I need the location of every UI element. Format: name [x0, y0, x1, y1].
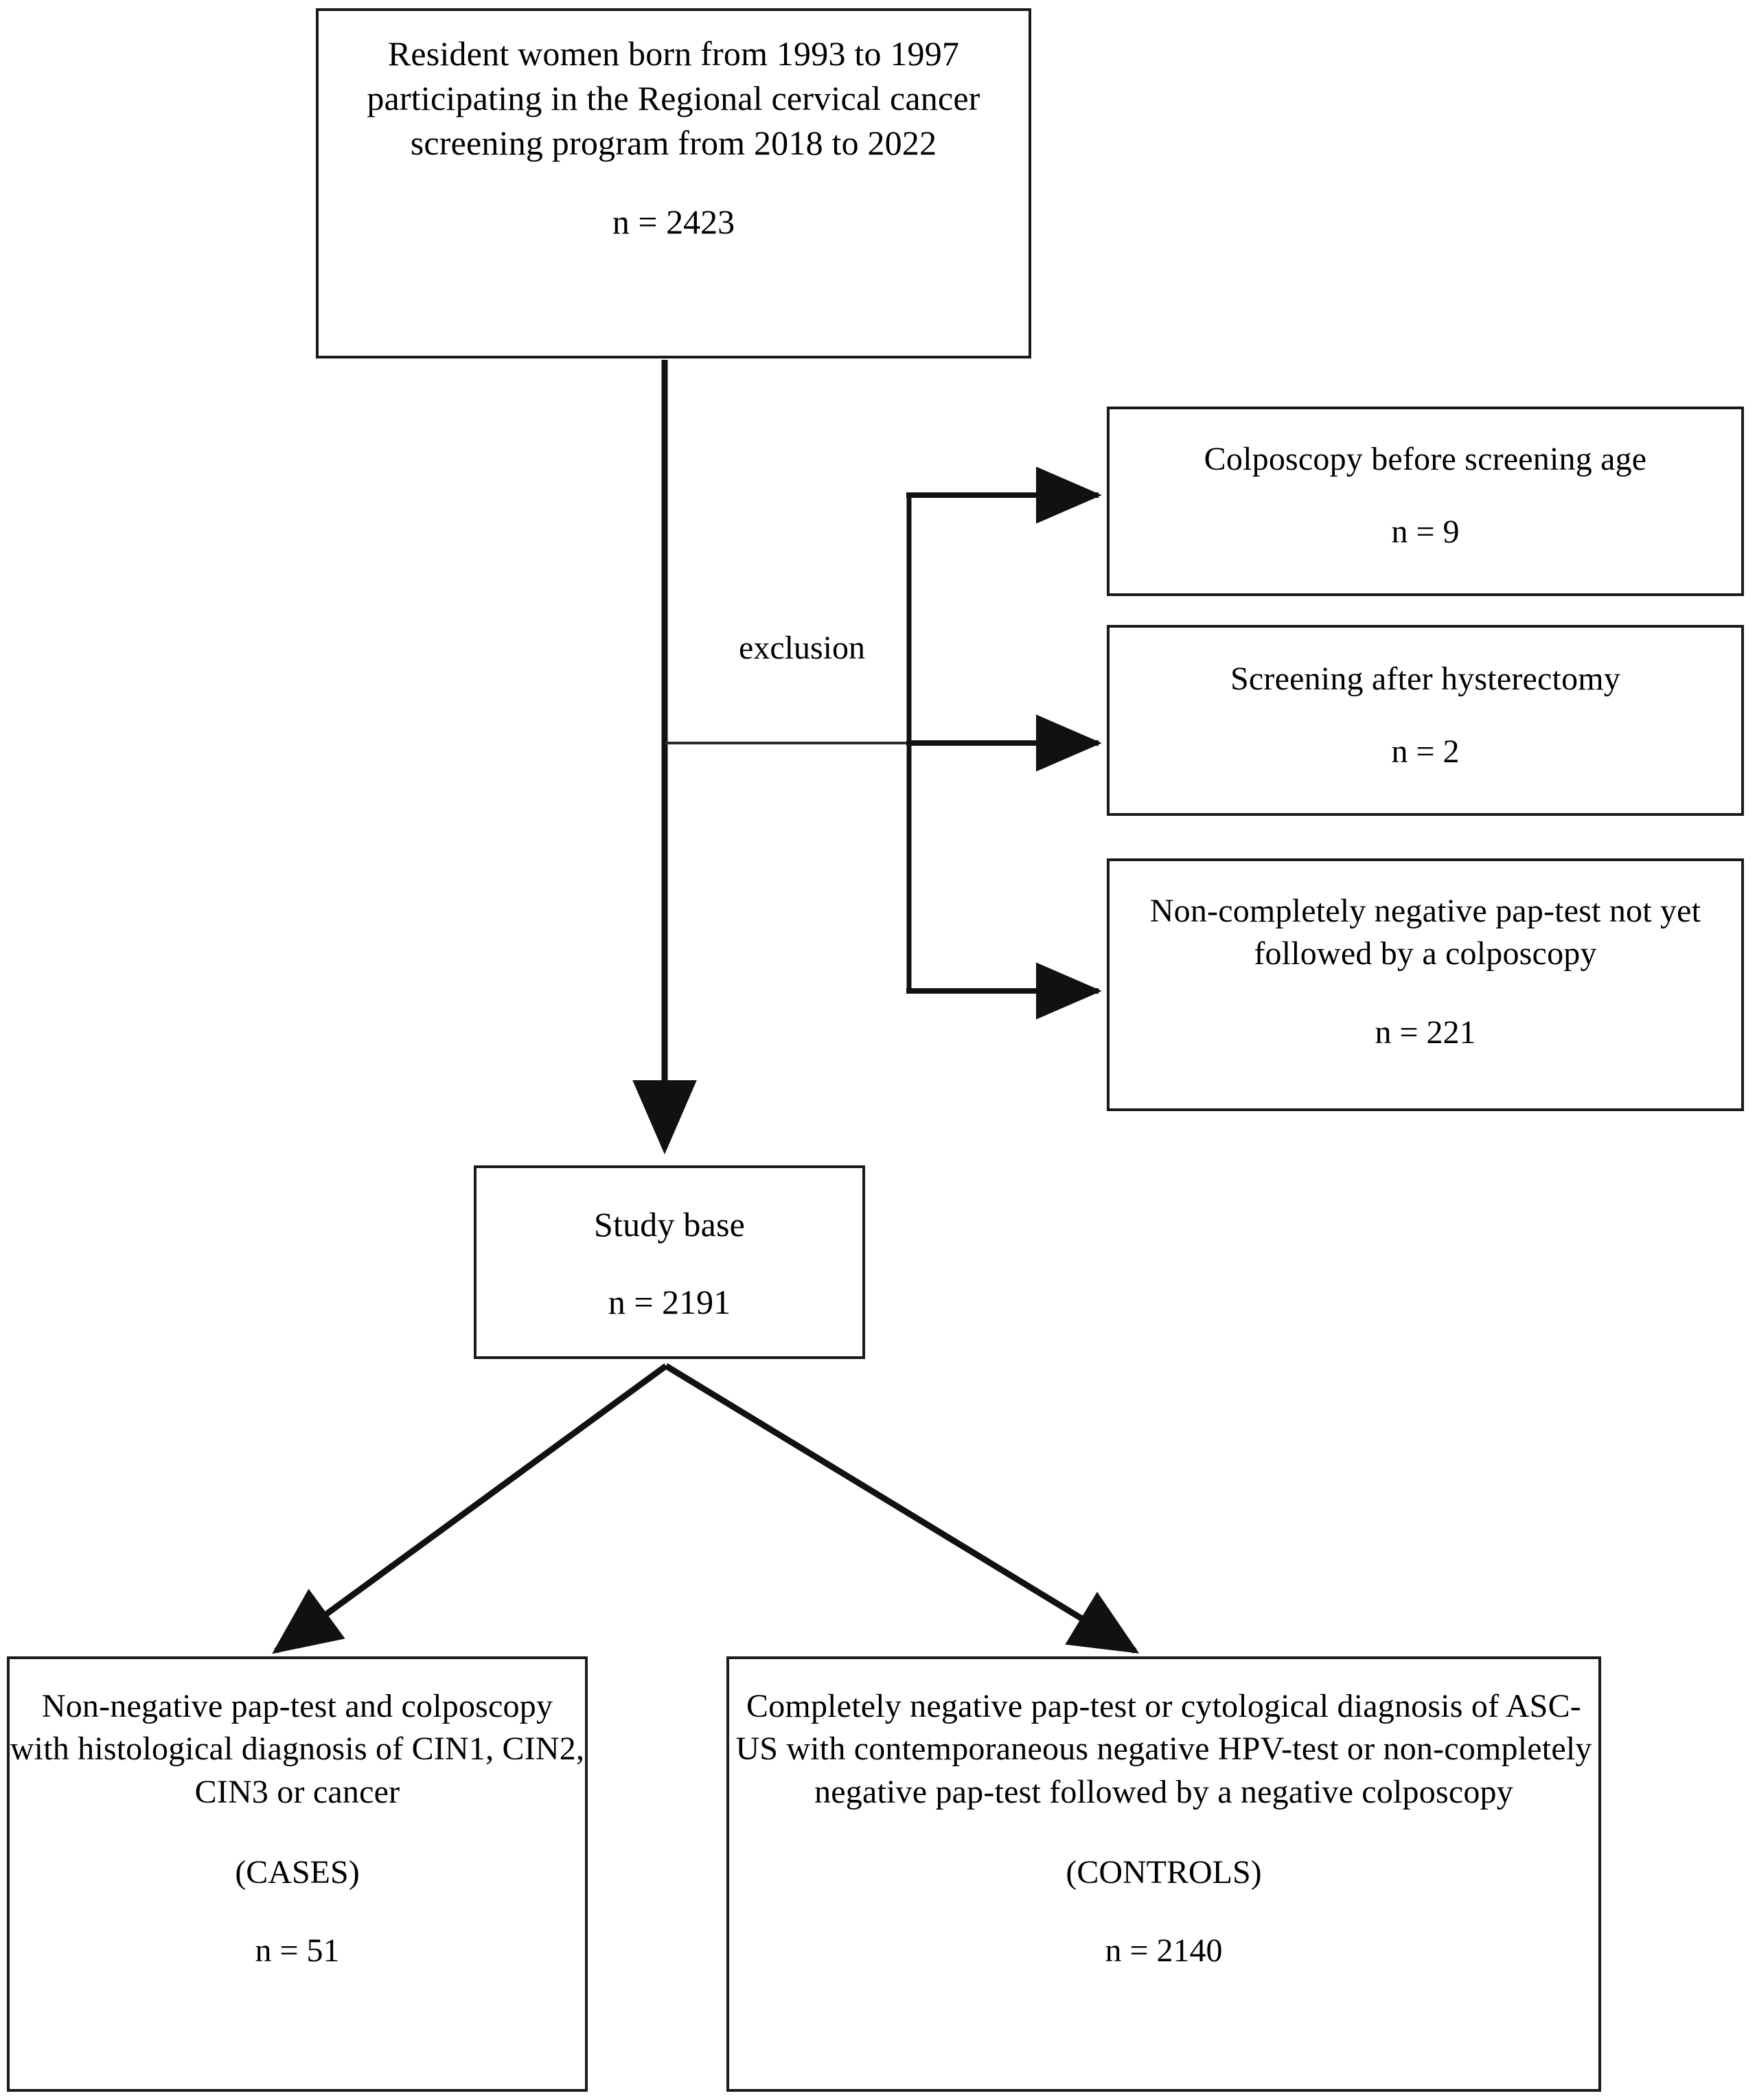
node-outcome-cases-text: Non-negative pap-test and colposcopy wit…: [10, 1688, 585, 1810]
node-exclusion-2-text: Screening after hysterectomy: [1230, 661, 1621, 697]
node-study-base-count: n = 2191: [608, 1283, 731, 1321]
node-exclusion-pap-test-without-colposcopy: Non-completely negative pap-test not yet…: [1107, 858, 1744, 1111]
node-outcome-controls-label: (CONTROLS): [1066, 1854, 1262, 1891]
node-outcome-controls-text: Completely negative pap-test or cytologi…: [735, 1688, 1592, 1810]
node-exclusion-colposcopy-before-screening-age: Colposcopy before screening age n = 9: [1107, 407, 1744, 596]
node-exclusion-3-text: Non-completely negative pap-test not yet…: [1149, 893, 1701, 972]
node-exclusion-3-count: n = 221: [1375, 1014, 1476, 1051]
node-study-base: Study base n = 2191: [474, 1165, 865, 1359]
edge-label-exclusion: exclusion: [739, 630, 865, 666]
node-exclusion-1-count: n = 9: [1391, 514, 1460, 551]
node-exclusion-screening-after-hysterectomy: Screening after hysterectomy n = 2: [1107, 625, 1744, 816]
node-outcome-controls-count: n = 2140: [1105, 1932, 1223, 1970]
node-source-population: Resident women born from 1993 to 1997 pa…: [316, 8, 1031, 358]
node-source-population-count: n = 2423: [612, 203, 735, 241]
node-outcome-cases-count: n = 51: [255, 1932, 340, 1970]
edge-studybase-to-controls: [664, 1363, 1140, 1654]
node-outcome-controls: Completely negative pap-test or cytologi…: [726, 1656, 1601, 2092]
node-outcome-cases-label: (CASES): [235, 1854, 360, 1891]
node-study-base-text: Study base: [593, 1205, 746, 1244]
node-exclusion-1-text: Colposcopy before screening age: [1204, 441, 1647, 477]
node-source-population-text: Resident women born from 1993 to 1997 pa…: [367, 34, 980, 162]
node-outcome-cases: Non-negative pap-test and colposcopy wit…: [7, 1656, 588, 2092]
node-exclusion-2-count: n = 2: [1391, 733, 1460, 771]
edge-studybase-to-cases: [272, 1363, 668, 1654]
